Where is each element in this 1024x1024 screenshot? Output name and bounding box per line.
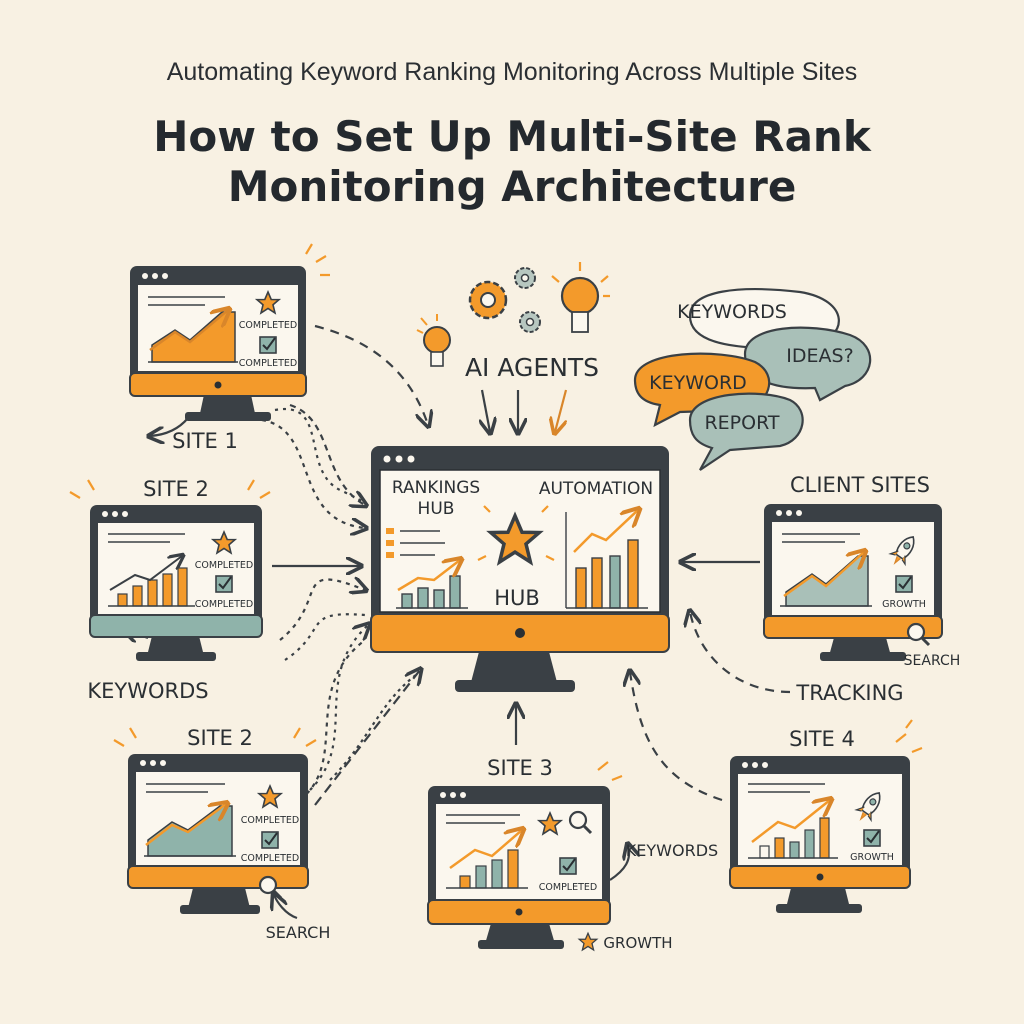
site-2-label: SITE 2 [143,477,209,501]
site-3-keywords-caption: KEYWORDS [626,841,718,860]
site-4-monitor[interactable]: SITE 4 GROWTH [729,719,923,913]
site-2-keywords-caption: KEYWORDS [87,679,208,703]
site-4-status-1: GROWTH [850,852,894,863]
hub-left-bar-chart [396,560,468,609]
hub-rankings-sublabel: HUB [418,499,455,519]
bubble-report: REPORT [704,412,779,434]
site-2-status-2: COMPLETED [195,599,253,610]
gear-icon [468,280,508,320]
hub-automation-label: AUTOMATION [539,479,653,499]
bubble-keyword: KEYWORD [649,372,747,394]
site-3-label: SITE 3 [487,756,553,780]
site-1-status-2: COMPLETED [239,358,297,369]
hub-rankings-label: RANKINGS [392,478,480,498]
site-2b-monitor[interactable]: SITE 2 COMPLETED COMPLETED SEARCH [113,726,331,942]
client-sites-status-1: GROWTH [882,599,926,610]
site-2-status-1: COMPLETED [195,560,253,571]
subtitle: Automating Keyword Ranking Monitoring Ac… [166,58,858,86]
ai-agents-label: AI AGENTS [465,353,599,382]
site-3-status-1: COMPLETED [539,882,597,893]
site-1-label: SITE 1 [172,429,238,453]
site-2b-status-1: COMPLETED [241,815,299,826]
site-2b-status-2: COMPLETED [241,853,299,864]
speech-bubbles: KEYWORDS IDEAS? KEYWORD REPORT [633,288,872,471]
site-3-growth-caption: GROWTH [603,934,672,952]
client-sites-monitor[interactable]: CLIENT SITES GROWTH SEARCH [763,473,961,669]
central-hub-monitor[interactable]: RANKINGS HUB AUTOMATION HUB [370,446,670,692]
gear-icon-small [514,267,536,289]
lightbulb-icon [416,314,451,367]
lightbulb-icon-large [551,262,610,333]
site-2b-label: SITE 2 [187,726,253,750]
ai-agents-group: AI AGENTS [416,262,610,382]
bubble-keywords: KEYWORDS [677,301,787,323]
hub-right-bar-chart [565,510,648,609]
site-2-monitor[interactable]: SITE 2 COMPLETED COMPLETED KEYWORDS [69,477,271,703]
title-line-2: Monitoring Architecture [227,162,797,212]
site-2b-search-caption: SEARCH [266,923,331,942]
client-sites-search-caption: SEARCH [904,653,961,669]
site-1-status-1: COMPLETED [239,320,297,331]
hub-center-label: HUB [494,586,540,610]
site-1-monitor[interactable]: COMPLETED COMPLETED SITE 1 [129,243,330,453]
site-3-monitor[interactable]: SITE 3 COMPLETED KEYWORDS GROWTH [427,756,718,952]
gear-icon-teal [519,311,541,333]
title-line-1: How to Set Up Multi-Site Rank [153,112,871,161]
page-title: How to Set Up Multi-Site Rank Monitoring… [0,112,1024,213]
client-sites-label: CLIENT SITES [790,473,930,497]
bubble-ideas: IDEAS? [786,345,853,367]
connectors [125,324,791,920]
site-4-label: SITE 4 [789,727,855,751]
tracking-label: TRACKING [795,681,903,705]
